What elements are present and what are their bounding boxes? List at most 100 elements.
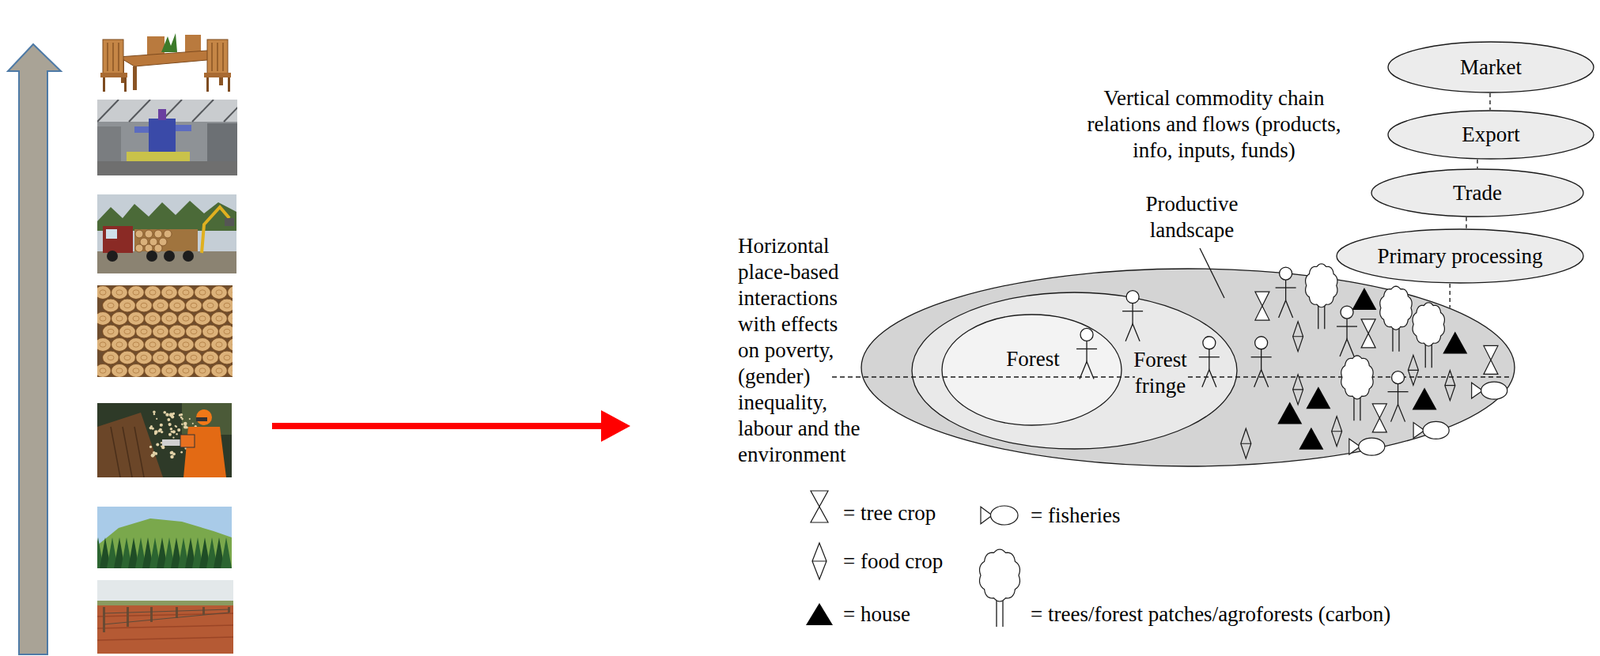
log-ring	[215, 316, 223, 322]
log-ring	[215, 368, 223, 374]
log-ring	[157, 329, 164, 334]
legend-entry: = house	[843, 601, 911, 628]
log-end	[219, 351, 234, 365]
roof-beam	[97, 99, 119, 122]
sawdust	[162, 411, 167, 415]
sawdust	[149, 446, 152, 449]
person-figure	[1388, 371, 1409, 423]
chair-seat	[204, 72, 231, 78]
log-pile-photo	[97, 285, 233, 378]
bark-line	[134, 427, 144, 478]
sawdust	[175, 433, 178, 435]
log-ring	[166, 290, 173, 296]
ellipse-shape	[1388, 41, 1594, 93]
chair-slat	[211, 42, 213, 72]
note-box: Vertical commodity chain relations and f…	[1078, 85, 1351, 164]
sawdust	[161, 446, 165, 450]
tree-trunk-line	[1323, 302, 1325, 330]
food-crop-symbol	[1240, 428, 1252, 459]
sawdust	[180, 451, 183, 454]
log-ring	[116, 342, 123, 348]
person-body	[1397, 384, 1399, 405]
sawdust	[151, 453, 156, 458]
log-end	[169, 298, 186, 313]
chain-stage-ellipse: Market	[1387, 41, 1595, 94]
log-ring	[173, 355, 181, 360]
sawdust	[154, 432, 157, 435]
chain-link-line	[1476, 159, 1478, 169]
log-end	[128, 364, 145, 379]
log-ring	[182, 290, 190, 296]
chair-back	[207, 39, 228, 75]
node-label: Forest fringe	[1133, 347, 1188, 398]
log-end	[136, 351, 153, 365]
table-plant	[161, 33, 178, 53]
truck-wheel	[146, 250, 158, 262]
sawdust	[183, 422, 188, 427]
log-truck-photo	[97, 194, 237, 274]
food-crop-symbol	[812, 543, 827, 580]
food-crop-symbol	[1293, 321, 1304, 352]
sawdust	[168, 423, 172, 427]
horizon-strip	[97, 601, 234, 606]
log-end	[169, 325, 186, 339]
sawdust	[168, 433, 172, 437]
tree-canopy-symbol	[979, 549, 1021, 602]
chair-slat	[112, 42, 114, 72]
log-end	[202, 298, 220, 313]
log-end	[227, 312, 234, 326]
sawdust	[152, 411, 156, 415]
focus-arrow-head	[601, 410, 631, 443]
factory-wall	[207, 123, 238, 162]
fish-symbol	[990, 506, 1018, 526]
machine-base	[126, 151, 190, 162]
person-head	[1279, 267, 1293, 280]
log-end	[185, 298, 203, 313]
ellipse-shape	[1371, 169, 1584, 217]
photo-ground	[98, 28, 233, 95]
log-end	[169, 351, 186, 365]
log-ring	[157, 302, 164, 308]
person-body	[1208, 349, 1210, 371]
sawdust	[192, 423, 194, 425]
person-legs	[1391, 404, 1406, 423]
log-ring	[132, 316, 140, 322]
log-ring	[124, 302, 131, 308]
ellipse-shape	[941, 314, 1122, 426]
log-end	[185, 351, 203, 365]
log-end	[211, 312, 228, 326]
log-ring	[207, 355, 214, 360]
log-end	[119, 325, 137, 339]
person-legs	[1278, 300, 1294, 318]
sawdust	[166, 418, 171, 422]
text-box: Export	[1461, 121, 1521, 148]
log-ring	[182, 316, 190, 322]
log-end	[136, 298, 153, 313]
log-ring	[107, 302, 114, 308]
log-end	[152, 325, 170, 339]
crane-arm	[201, 207, 230, 254]
forest-photo	[97, 506, 232, 569]
log-end	[152, 351, 170, 365]
house-symbol	[1277, 402, 1302, 425]
tree-crop-symbol	[810, 491, 829, 523]
text-line: Forest	[985, 346, 1081, 373]
log-ring	[157, 355, 164, 360]
log-end	[136, 325, 153, 339]
log-end	[194, 312, 212, 326]
log-end	[227, 364, 234, 379]
log-ring	[182, 342, 190, 348]
sawdust	[175, 426, 178, 428]
log-end	[97, 312, 112, 326]
furniture-photo	[98, 28, 233, 95]
chain-link-line	[1465, 217, 1467, 229]
person-figure	[1336, 306, 1358, 357]
person-arms	[1336, 325, 1358, 327]
log-end	[177, 286, 195, 300]
fence-post	[175, 607, 178, 619]
note-box: Horizontal place-based interactions with…	[737, 233, 863, 469]
photo-ground	[97, 403, 232, 478]
person-figure	[1251, 336, 1272, 388]
truck-wheel	[163, 250, 175, 262]
log-end	[219, 298, 234, 313]
